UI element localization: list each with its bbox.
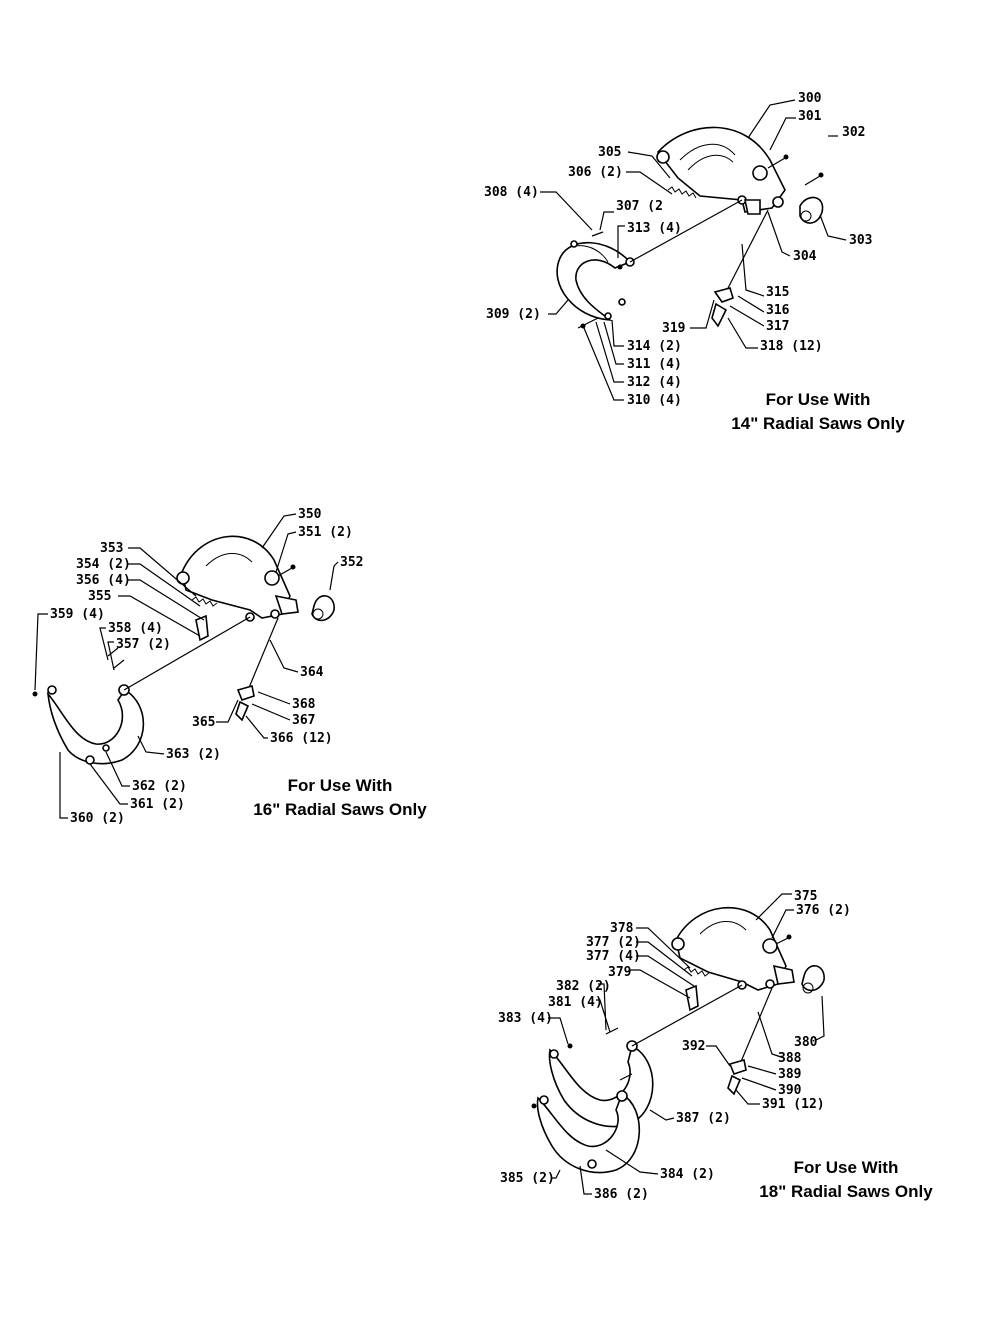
label-301: 301 — [798, 109, 822, 124]
label-380: 380 — [794, 1035, 818, 1050]
label-375: 375 — [794, 889, 817, 904]
label-359: 359 (4) — [50, 607, 105, 622]
label-382: 382 (2) — [556, 979, 611, 994]
caption-14-line1: For Use With — [765, 390, 871, 409]
caption-18-inch: For Use With 18" Radial Saws Only — [746, 1156, 946, 1204]
label-355: 355 — [88, 589, 111, 604]
lower-guard-387 — [536, 1040, 654, 1174]
caption-16-inch: For Use With 16" Radial Saws Only — [240, 774, 440, 822]
label-316: 316 — [766, 303, 790, 318]
label-367: 367 — [292, 713, 315, 728]
label-383: 383 (4) — [498, 1011, 553, 1026]
label-351: 351 (2) — [298, 525, 353, 540]
label-379: 379 — [608, 965, 631, 980]
label-377b: 377 (4) — [586, 949, 641, 964]
label-300: 300 — [798, 91, 822, 106]
lower-guard-363 — [46, 684, 145, 765]
label-312: 312 (4) — [627, 375, 682, 390]
label-364: 364 — [300, 665, 324, 680]
label-362: 362 (2) — [132, 779, 187, 794]
label-390: 390 — [778, 1083, 802, 1098]
upper-guard-375-18 — [671, 906, 795, 991]
label-319: 319 — [662, 321, 685, 336]
label-304: 304 — [793, 249, 817, 264]
caption-16-line1: For Use With — [287, 776, 393, 795]
label-365: 365 — [192, 715, 215, 730]
label-305: 305 — [598, 145, 621, 160]
spring-353 — [191, 596, 218, 607]
caption-14-inch: For Use With 14" Radial Saws Only — [718, 388, 918, 436]
elbow-303 — [799, 196, 824, 224]
label-392: 392 — [682, 1039, 705, 1054]
label-311: 311 (4) — [627, 357, 682, 372]
label-391: 391 (12) — [762, 1097, 825, 1112]
label-310: 310 (4) — [627, 393, 682, 408]
label-317: 317 — [766, 319, 789, 334]
label-356: 356 (4) — [76, 573, 131, 588]
label-313: 313 (4) — [627, 221, 682, 236]
label-361: 361 (2) — [130, 797, 185, 812]
diagram-16-inch: 350 351 (2) 352 353 354 (2) 356 (4) 355 … — [32, 507, 363, 826]
label-381: 381 (4) — [548, 995, 603, 1010]
caption-18-line1: For Use With — [793, 1158, 899, 1177]
upper-guard-350-16 — [176, 535, 299, 622]
label-302: 302 — [842, 125, 865, 140]
label-377a: 377 (2) — [586, 935, 641, 950]
label-378: 378 — [610, 921, 634, 936]
label-354: 354 (2) — [76, 557, 131, 572]
spring-305 — [667, 186, 697, 199]
label-363: 363 (2) — [166, 747, 221, 762]
label-387: 387 (2) — [676, 1111, 731, 1126]
caption-18-line2: 18" Radial Saws Only — [759, 1182, 933, 1201]
label-314: 314 (2) — [627, 339, 682, 354]
label-360: 360 (2) — [70, 811, 125, 826]
lower-guard-309 — [556, 240, 635, 321]
label-303: 303 — [849, 233, 872, 248]
label-353: 353 — [100, 541, 123, 556]
diagram-18-inch: 375 376 (2) 378 377 (2) 377 (4) 379 382 … — [498, 889, 851, 1202]
label-386: 386 (2) — [594, 1187, 649, 1202]
elbow-380 — [801, 965, 825, 992]
label-384: 384 (2) — [660, 1167, 715, 1182]
label-309: 309 (2) — [486, 307, 541, 322]
label-357: 357 (2) — [116, 637, 171, 652]
label-318: 318 (12) — [760, 339, 823, 354]
label-358: 358 (4) — [108, 621, 163, 636]
upper-guard-300-14 — [656, 126, 786, 215]
caption-14-line2: 14" Radial Saws Only — [731, 414, 905, 433]
label-385: 385 (2) — [500, 1171, 555, 1186]
label-388: 388 — [778, 1051, 802, 1066]
elbow-352 — [311, 595, 335, 622]
spring-378 — [683, 966, 710, 977]
label-376: 376 (2) — [796, 903, 851, 918]
label-352: 352 — [340, 555, 363, 570]
label-350: 350 — [298, 507, 322, 522]
diagram-14-inch: 300 301 302 303 304 305 306 (2) 307 (2 3… — [484, 91, 872, 408]
label-368: 368 — [292, 697, 316, 712]
label-366: 366 (12) — [270, 731, 333, 746]
label-306: 306 (2) — [568, 165, 623, 180]
label-308: 308 (4) — [484, 185, 539, 200]
label-389: 389 — [778, 1067, 801, 1082]
label-307: 307 (2 — [616, 199, 663, 214]
label-315: 315 — [766, 285, 789, 300]
caption-16-line2: 16" Radial Saws Only — [253, 800, 427, 819]
